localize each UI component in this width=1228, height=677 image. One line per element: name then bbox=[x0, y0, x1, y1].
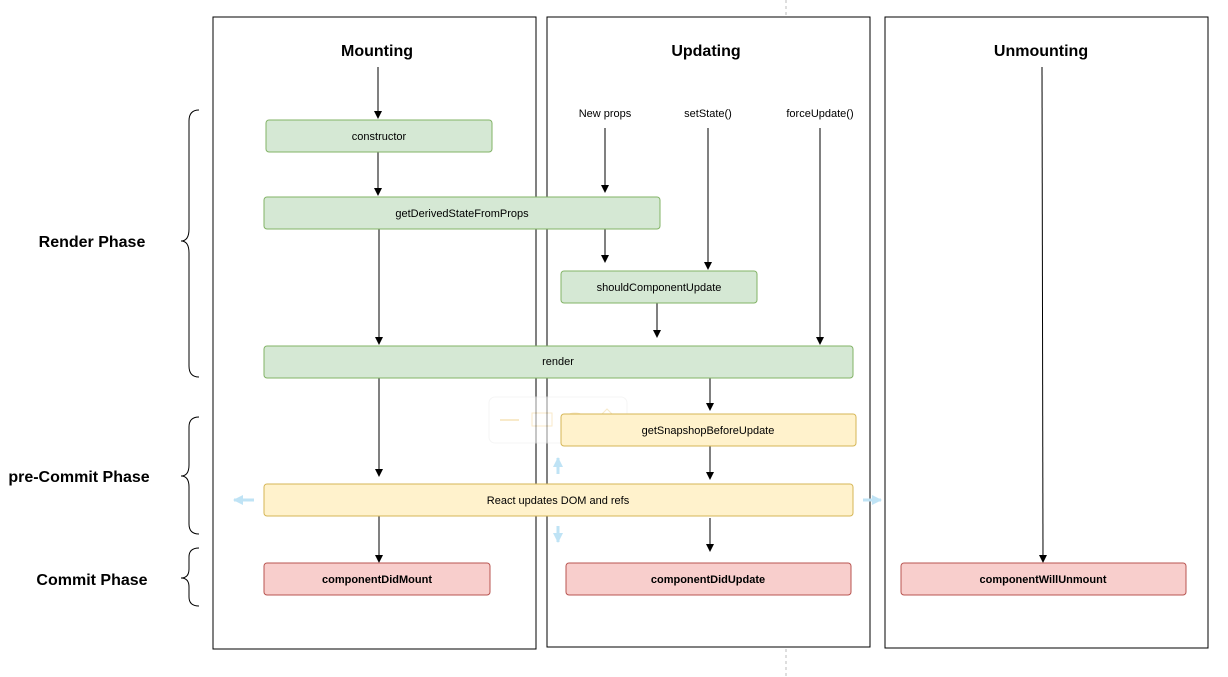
render-label: render bbox=[542, 356, 574, 368]
commit-phase-brace bbox=[180, 547, 200, 607]
react-updates-dom-node[interactable]: React updates DOM and refs bbox=[263, 483, 854, 517]
component-did-update-label: componentDidUpdate bbox=[651, 574, 765, 586]
component-did-update-node[interactable]: componentDidUpdate bbox=[565, 562, 852, 596]
flow-arrows bbox=[374, 66, 1047, 563]
component-will-unmount-label: componentWillUnmount bbox=[980, 574, 1107, 586]
component-did-mount-label: componentDidMount bbox=[322, 574, 432, 586]
react-updates-dom-label: React updates DOM and refs bbox=[487, 495, 630, 507]
render-phase-brace bbox=[180, 109, 200, 378]
arrow-unmounting-to-will-unmount bbox=[1038, 66, 1047, 563]
component-will-unmount-node[interactable]: componentWillUnmount bbox=[900, 562, 1187, 596]
constructor-node[interactable]: constructor bbox=[265, 119, 493, 153]
mounting-column bbox=[212, 16, 537, 650]
pre-commit-phase-label: pre-Commit Phase bbox=[8, 469, 149, 486]
should-component-update-label: shouldComponentUpdate bbox=[597, 282, 722, 294]
rect-shape-icon bbox=[531, 412, 553, 427]
get-snapshot-label: getSnapshopBeforeUpdate bbox=[642, 425, 775, 437]
constructor-label: constructor bbox=[352, 131, 407, 143]
get-derived-state-node[interactable]: getDerivedStateFromProps bbox=[263, 196, 661, 230]
should-component-update-node[interactable]: shouldComponentUpdate bbox=[560, 270, 758, 304]
render-phase-label: Render Phase bbox=[39, 234, 146, 251]
commit-phase-label: Commit Phase bbox=[36, 572, 147, 589]
mounting-title: Mounting bbox=[341, 43, 413, 60]
unmounting-title: Unmounting bbox=[994, 43, 1088, 60]
render-node[interactable]: render bbox=[263, 345, 854, 379]
set-state-trigger: setState() bbox=[684, 108, 732, 120]
pre-commit-phase-brace bbox=[180, 416, 200, 535]
connection-hint-arrows bbox=[233, 457, 882, 543]
force-update-trigger: forceUpdate() bbox=[786, 108, 853, 120]
component-did-mount-node[interactable]: componentDidMount bbox=[263, 562, 491, 596]
get-derived-state-label: getDerivedStateFromProps bbox=[395, 208, 529, 220]
unmounting-column bbox=[884, 16, 1209, 649]
updating-title: Updating bbox=[671, 43, 740, 60]
get-snapshot-node[interactable]: getSnapshopBeforeUpdate bbox=[560, 413, 857, 447]
new-props-trigger: New props bbox=[579, 108, 632, 120]
updating-column bbox=[546, 16, 871, 648]
